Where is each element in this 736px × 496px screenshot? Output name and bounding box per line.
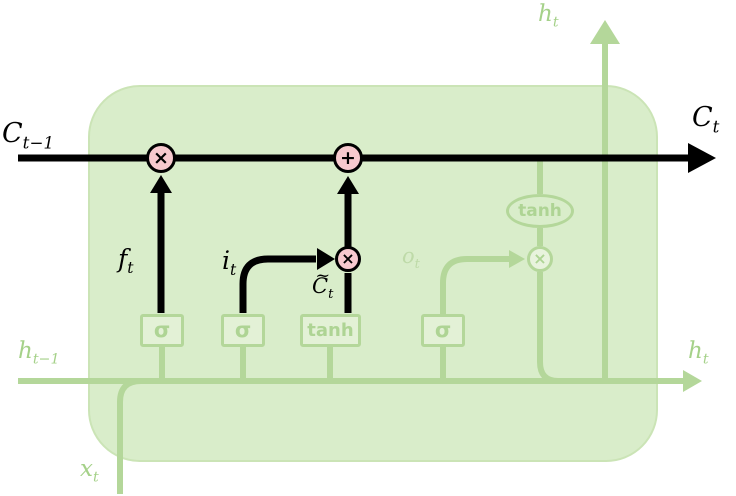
sub-text: t−1 [22,132,55,153]
multiply-symbol: × [153,146,169,169]
cell-add-node: + [333,143,363,173]
sigma-symbol: σ [234,318,252,342]
base-text: i [222,246,230,275]
add-symbol: + [340,146,356,169]
sub-text: t−1 [32,351,60,368]
label-c-tilde: ~Ct [312,267,334,303]
base-text: C [312,274,329,298]
base-text: h [18,338,33,364]
input-gate-box: σ [221,314,265,347]
candidate-layer-box: tanh [300,314,361,347]
sub-text: t [328,287,334,303]
multiply-symbol: × [341,249,355,268]
base-text: C [2,118,23,149]
label-f: ft [118,246,134,277]
accented-base: ~C [312,267,330,298]
label-i: it [222,248,236,279]
output-curve-arrowhead [509,250,525,268]
output-gate-box: σ [421,314,465,347]
lstm-cell-body [88,85,658,462]
candidate-multiply-node: × [335,246,361,272]
xt-input-curve [117,378,142,494]
sigma-symbol: σ [434,318,452,342]
label-h-top: ht [538,3,559,30]
sub-text: t [230,261,237,279]
base-text: f [118,244,128,273]
forget-arrowhead [150,175,172,193]
sigma-symbol: σ [153,318,171,342]
candidate-arrowhead [337,176,359,194]
multiply-symbol: × [533,249,547,268]
label-x: xt [80,458,99,485]
label-c-out: Ct [692,104,719,135]
cell-state-arrowhead [688,143,716,173]
tilde-accent: ~ [315,265,331,287]
base-text: x [80,456,93,482]
forget-multiply-node: × [146,143,176,173]
forget-gate-box: σ [140,314,184,347]
label-h-prev: ht−1 [18,340,60,367]
tanh-activation-node: tanh [506,194,574,228]
tanh-label: tanh [518,200,562,221]
base-text: h [688,338,703,364]
base-text: h [538,1,553,27]
label-h-right: ht [688,340,709,367]
sub-text: t [702,351,709,368]
input-curve-line [239,255,316,313]
label-c-prev: Ct−1 [2,120,54,151]
output-multiply-node: × [527,246,553,272]
tanh-label: tanh [307,319,354,341]
base-text: o [402,244,415,268]
hidden-right-arrowhead [683,370,702,392]
sub-text: t [127,259,134,277]
sub-text: t [414,257,420,273]
sub-text: t [712,116,720,137]
sub-text: t [552,14,559,31]
output-gate-curve [440,256,510,314]
label-o: ot [402,244,420,273]
base-text: C [692,102,713,133]
sub-text: t [92,469,99,486]
input-arrowhead [317,248,335,270]
tanh-branch-lower [537,272,559,384]
hidden-top-arrowhead [590,20,620,44]
